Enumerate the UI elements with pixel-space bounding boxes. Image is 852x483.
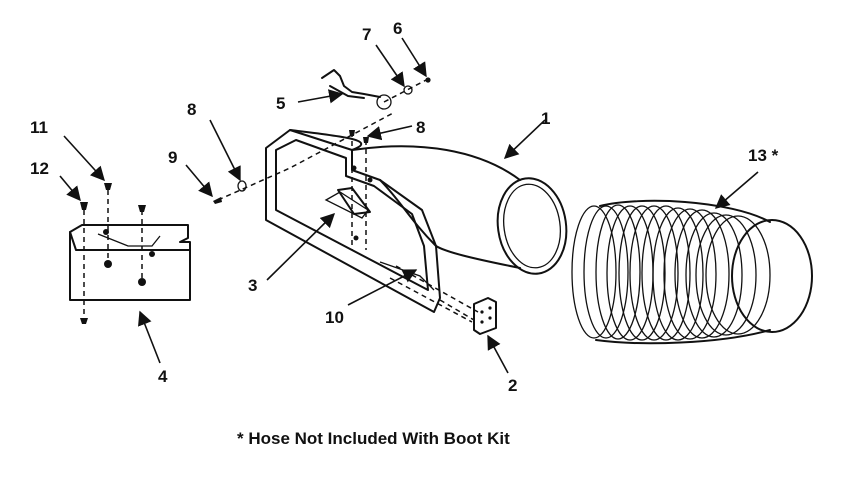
mounting-bracket-part xyxy=(69,183,191,324)
mounting-plate-part xyxy=(473,297,497,335)
callout-9: 9 xyxy=(168,148,177,167)
corrugated-hose-part xyxy=(571,199,813,345)
leader-lines xyxy=(59,37,759,374)
callout-5: 5 xyxy=(276,94,285,113)
callout-6: 6 xyxy=(393,19,402,38)
callout-13: 13 * xyxy=(748,146,779,165)
latch-clip-part xyxy=(321,69,431,110)
boot-housing-part xyxy=(265,129,568,323)
hose-ribs xyxy=(571,204,771,341)
hardware-screw-9-washer-8 xyxy=(213,111,396,204)
callout-1: 1 xyxy=(541,109,550,128)
callout-8-left: 8 xyxy=(187,100,196,119)
callout-10: 10 xyxy=(325,308,344,327)
callout-3: 3 xyxy=(248,276,257,295)
callout-12: 12 xyxy=(30,159,49,178)
callout-4: 4 xyxy=(158,367,168,386)
callout-8-right: 8 xyxy=(416,118,425,137)
callout-11: 11 xyxy=(30,118,48,137)
callout-2: 2 xyxy=(508,376,517,395)
callout-7: 7 xyxy=(362,25,371,44)
footnote: * Hose Not Included With Boot Kit xyxy=(237,429,510,448)
